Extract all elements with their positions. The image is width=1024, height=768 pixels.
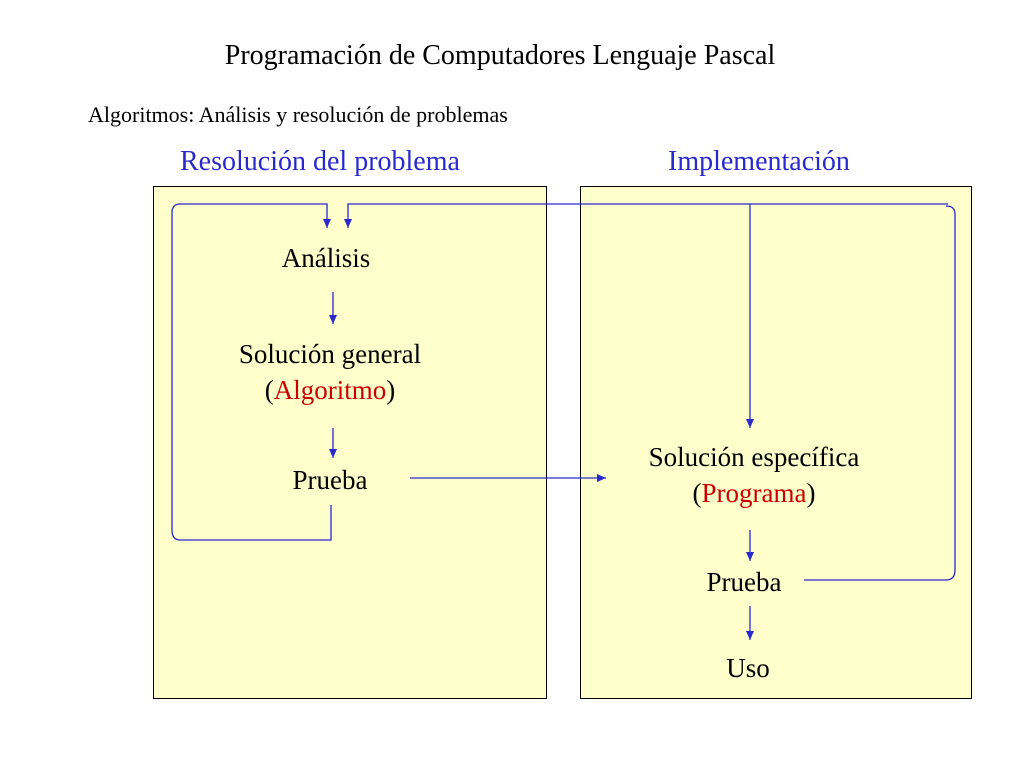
- problem-resolution-panel: [153, 186, 547, 699]
- algorithm-open-paren: (: [264, 375, 274, 405]
- use-label: Uso: [726, 653, 770, 683]
- right-test-node: Prueba: [644, 564, 844, 600]
- slide-title: Programación de Computadores Lenguaje Pa…: [224, 40, 776, 71]
- implementation-panel: [580, 186, 972, 699]
- left-column-heading: Resolución del problema: [180, 146, 460, 177]
- left-feedback-loop-arrow: [171, 203, 332, 541]
- right-test-label: Prueba: [706, 567, 782, 597]
- slide-subtitle: Algoritmos: Análisis y resolución de pro…: [88, 102, 508, 127]
- general-solution-node: Solución general (Algoritmo): [180, 336, 480, 408]
- analysis-node: Análisis: [226, 240, 426, 276]
- left-test-node: Prueba: [230, 462, 430, 498]
- analysis-label: Análisis: [281, 243, 371, 273]
- program-close-paren: ): [806, 478, 816, 508]
- right-feedback-loop-arrow: [804, 205, 956, 581]
- specific-solution-label: Solución específica: [648, 442, 860, 472]
- right-column-heading: Implementación: [668, 146, 850, 177]
- algorithm-close-paren: ): [386, 375, 396, 405]
- specific-solution-node: Solución específica (Programa): [604, 439, 904, 511]
- program-line: (Programa): [604, 475, 904, 511]
- algorithm-label: Algoritmo: [273, 375, 387, 405]
- general-solution-label: Solución general: [238, 339, 422, 369]
- program-open-paren: (: [692, 478, 702, 508]
- algorithm-line: (Algoritmo): [180, 372, 480, 408]
- implementation-to-analysis-arrow: [344, 203, 948, 228]
- left-test-label: Prueba: [292, 465, 368, 495]
- use-node: Uso: [698, 650, 798, 686]
- program-label: Programa: [701, 478, 807, 508]
